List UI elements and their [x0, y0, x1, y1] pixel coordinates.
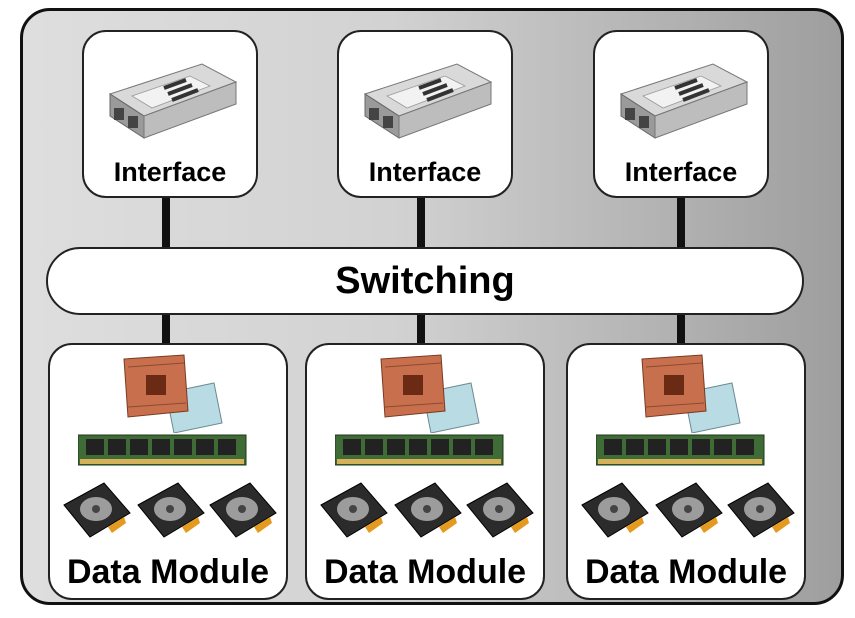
hard-drives-group — [581, 482, 795, 538]
hard-drive-icon — [63, 482, 131, 538]
cpu-chip-icon — [380, 354, 480, 433]
hard-drives-group — [63, 482, 277, 538]
transceiver-module-icon — [619, 63, 749, 139]
connector-module-1 — [162, 313, 170, 345]
interface-label: Interface — [113, 157, 227, 187]
ram-stick-icon — [335, 434, 504, 466]
switching-bar: Switching — [46, 247, 804, 315]
hard-drive-icon — [581, 482, 649, 538]
data-module-label: Data Module — [584, 553, 788, 591]
interface-box-1: Interface — [82, 30, 258, 198]
data-module-label: Data Module — [323, 553, 527, 591]
transceiver-module-icon — [108, 63, 238, 139]
transceiver-module-icon — [363, 63, 493, 139]
connector-interface-2 — [417, 197, 425, 249]
ram-stick-icon — [596, 434, 765, 466]
hard-drive-icon — [466, 482, 534, 538]
hard-drive-icon — [727, 482, 795, 538]
hard-drive-icon — [320, 482, 388, 538]
interface-label: Interface — [368, 157, 482, 187]
hard-drive-icon — [137, 482, 205, 538]
hard-drive-icon — [209, 482, 277, 538]
cpu-chip-icon — [641, 354, 741, 433]
connector-interface-3 — [677, 197, 685, 249]
hard-drive-icon — [394, 482, 462, 538]
ram-stick-icon — [78, 434, 247, 466]
data-module-box-2: Data Module — [305, 343, 545, 600]
interface-label: Interface — [624, 157, 738, 187]
interface-box-2: Interface — [337, 30, 513, 198]
interface-box-3: Interface — [593, 30, 769, 198]
connector-module-2 — [417, 313, 425, 345]
hard-drives-group — [320, 482, 534, 538]
data-module-box-1: Data Module — [48, 343, 288, 600]
cpu-chip-icon — [123, 354, 223, 433]
hard-drive-icon — [655, 482, 723, 538]
data-module-box-3: Data Module — [566, 343, 806, 600]
connector-module-3 — [677, 313, 685, 345]
data-module-label: Data Module — [66, 553, 270, 591]
connector-interface-1 — [162, 197, 170, 249]
